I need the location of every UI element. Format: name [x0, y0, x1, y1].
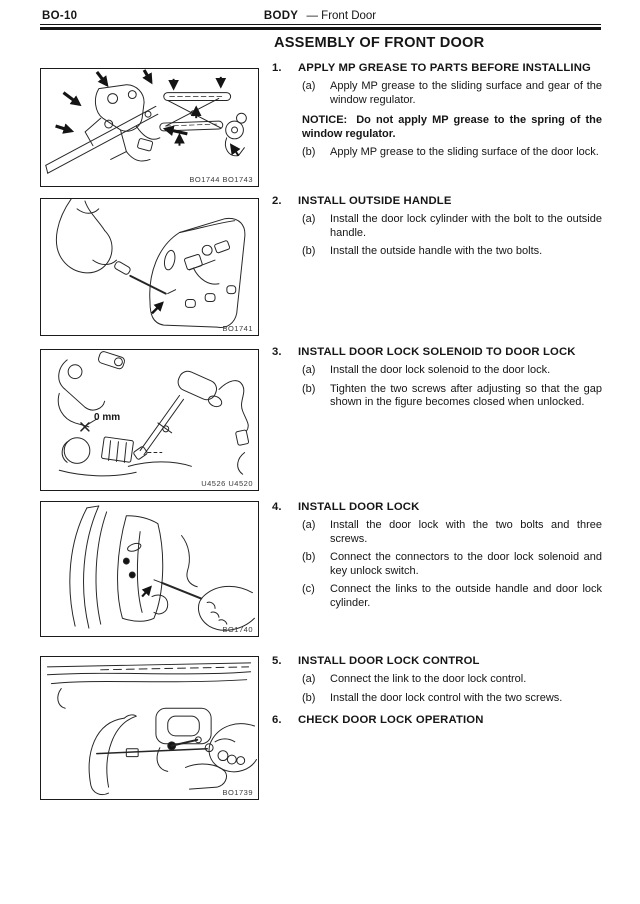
figure-grease-points: BO1744 BO1743: [40, 68, 259, 187]
figure-caption: BO1741: [222, 324, 253, 333]
page-title: ASSEMBLY OF FRONT DOOR: [274, 35, 485, 51]
item-label: (a): [302, 80, 316, 92]
screw-arrow-icon: [151, 301, 164, 315]
step-number: 1.: [272, 62, 282, 74]
notice-text: Do not apply MP grease to the spring of …: [302, 114, 602, 140]
door-lock-illustration: [69, 505, 255, 631]
lock-control-illustration: [46, 662, 257, 796]
item-label: (a): [302, 364, 316, 376]
item-label: (b): [302, 146, 316, 158]
item-text: Install the door lock cylinder with the …: [330, 213, 602, 239]
notice-paragraph: NOTICE:Do not apply MP grease to the spr…: [302, 113, 602, 141]
step-item: (b) Install the outside handle with the …: [302, 245, 602, 259]
page-number: BO-10: [42, 10, 78, 22]
running-header: BODY — Front Door: [0, 10, 640, 22]
header-section: BODY: [263, 10, 299, 22]
item-label: (b): [302, 382, 316, 395]
step-number: 3.: [272, 346, 282, 358]
header-rule-thick: [40, 27, 601, 30]
solenoid-gap-illustration: [57, 351, 250, 477]
grease-points-illustration: [45, 69, 247, 174]
item-label: (b): [302, 691, 316, 704]
step-heading: INSTALL DOOR LOCK SOLENOID TO DOOR LOCK: [298, 346, 576, 358]
figure-caption: BO1740: [222, 625, 253, 634]
step-item: (a) Connect the link to the door lock co…: [302, 673, 602, 687]
step-number: 5.: [272, 655, 282, 667]
step-heading: APPLY MP GREASE TO PARTS BEFORE INSTALLI…: [298, 62, 591, 74]
step-heading-row: 1. APPLY MP GREASE TO PARTS BEFORE INSTA…: [272, 61, 602, 75]
item-text: Connect the link to the door lock contro…: [330, 673, 527, 685]
figure-outside-handle: BO1741: [40, 198, 259, 336]
header-topic: — Front Door: [306, 10, 377, 22]
step-heading-row: 5. INSTALL DOOR LOCK CONTROL: [272, 654, 602, 668]
step-heading-row: 4. INSTALL DOOR LOCK: [272, 500, 602, 514]
step-heading: INSTALL DOOR LOCK: [298, 501, 420, 513]
item-text: Apply MP grease to the sliding surface o…: [330, 146, 599, 158]
step-heading: CHECK DOOR LOCK OPERATION: [298, 714, 484, 726]
item-text: Install the door lock solenoid to the do…: [330, 364, 551, 376]
step-item: (b) Connect the connectors to the door l…: [302, 551, 602, 578]
step-install-outside-handle: 2. INSTALL OUTSIDE HANDLE (a) Install th…: [272, 194, 602, 259]
step-item: (a) Install the door lock cylinder with …: [302, 213, 602, 240]
item-text: Apply MP grease to the sliding surface a…: [330, 80, 602, 106]
step-item: (a) Install the door lock solenoid to th…: [302, 364, 602, 378]
step-install-solenoid: 3. INSTALL DOOR LOCK SOLENOID TO DOOR LO…: [272, 345, 602, 410]
step-heading-row: 6. CHECK DOOR LOCK OPERATION: [272, 713, 602, 727]
item-text: Tighten the two screws after adjusting s…: [330, 382, 602, 409]
step-heading-row: 2. INSTALL OUTSIDE HANDLE: [272, 194, 602, 208]
item-text: Install the door lock with the two bolts…: [330, 519, 602, 545]
step-item: (a) Apply MP grease to the sliding surfa…: [302, 80, 602, 107]
item-text: Install the outside handle with the two …: [330, 245, 543, 257]
item-label: (c): [302, 583, 315, 595]
item-label: (b): [302, 551, 316, 563]
step-item: (b) Tighten the two screws after adjusti…: [302, 383, 602, 410]
step-heading: INSTALL DOOR LOCK CONTROL: [298, 655, 480, 667]
figure-caption: U4526 U4520: [201, 479, 253, 488]
step-install-door-lock: 4. INSTALL DOOR LOCK (a) Install the doo…: [272, 500, 602, 610]
item-label: (a): [302, 213, 316, 225]
step-item: (c) Connect the links to the outside han…: [302, 583, 602, 610]
item-text: Install the door lock control with the t…: [330, 691, 563, 704]
figure-caption: BO1744 BO1743: [189, 175, 253, 184]
item-text: Connect the links to the outside handle …: [330, 583, 602, 609]
item-text: Connect the connectors to the door lock …: [330, 551, 602, 577]
regulator-arrow-icons: [168, 76, 241, 157]
screw-arrow-icon: [141, 585, 152, 598]
step-item: (a) Install the door lock with the two b…: [302, 519, 602, 546]
step-apply-mp-grease: 1. APPLY MP GREASE TO PARTS BEFORE INSTA…: [272, 61, 602, 160]
step-install-lock-control: 5. INSTALL DOOR LOCK CONTROL (a) Connect…: [272, 654, 602, 705]
figure-lock-control: BO1739: [40, 656, 259, 800]
step-check-lock-operation: 6. CHECK DOOR LOCK OPERATION: [272, 713, 602, 727]
figure-door-lock: BO1740: [40, 501, 259, 637]
step-item: (b) Apply MP grease to the sliding surfa…: [302, 146, 602, 160]
notice-label: NOTICE:: [302, 114, 348, 126]
step-number: 4.: [272, 501, 282, 513]
step-number: 6.: [272, 714, 282, 726]
item-label: (a): [302, 519, 316, 531]
gap-measurement-label: 0 mm: [94, 412, 121, 423]
item-label: (a): [302, 673, 316, 685]
figure-caption: BO1739: [222, 788, 253, 797]
header-rule-thin: [40, 24, 601, 25]
step-number: 2.: [272, 195, 282, 207]
figure-solenoid-gap: 0 mm U4526 U4520: [40, 349, 259, 491]
step-heading-row: 3. INSTALL DOOR LOCK SOLENOID TO DOOR LO…: [272, 345, 602, 359]
outside-handle-illustration: [55, 199, 246, 328]
step-heading: INSTALL OUTSIDE HANDLE: [298, 195, 452, 207]
item-label: (b): [302, 245, 316, 257]
step-item: (b) Install the door lock control with t…: [302, 692, 602, 706]
